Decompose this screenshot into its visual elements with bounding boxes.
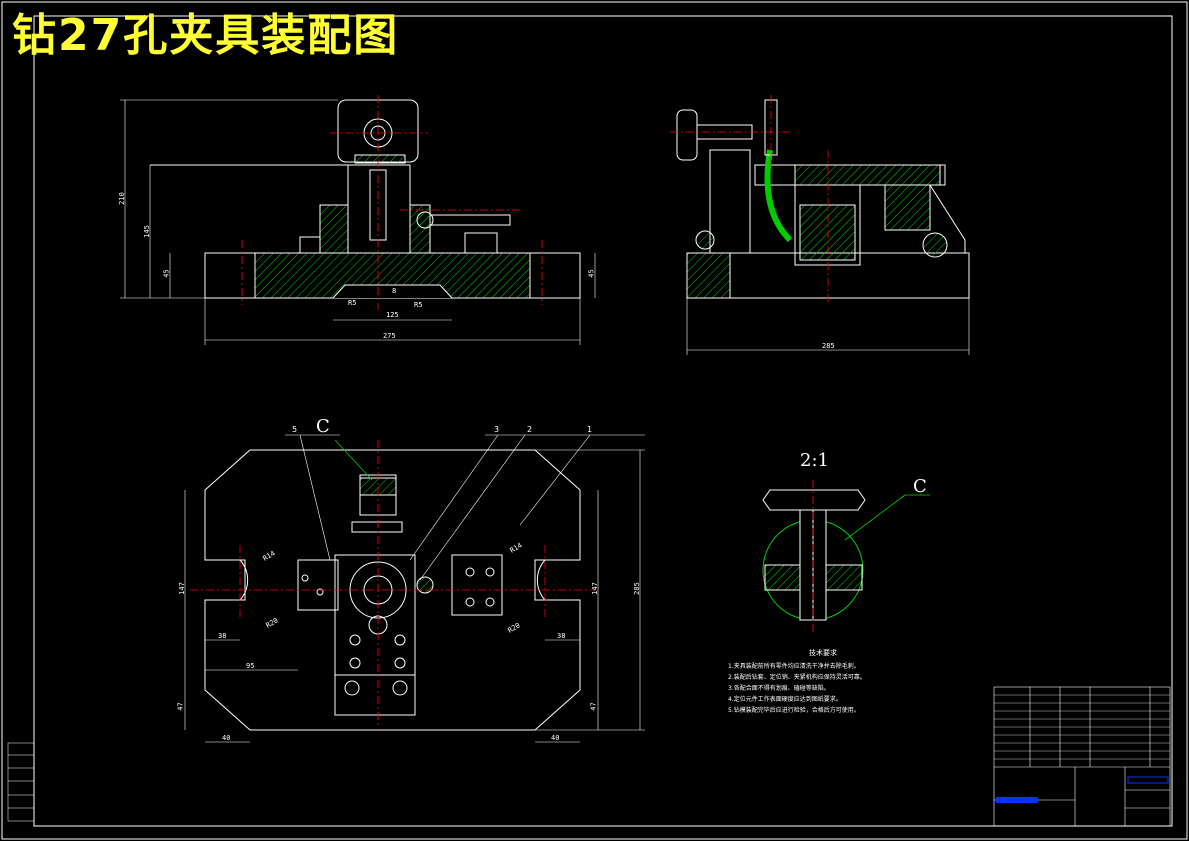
dim-38-right: 38 xyxy=(557,632,566,640)
side-clamp-section xyxy=(884,184,931,231)
dim-overall-height: 210 xyxy=(117,192,126,205)
top-lower-block xyxy=(334,674,416,716)
dim-47-left: 47 xyxy=(176,702,185,711)
detail-leader xyxy=(844,494,906,541)
side-body xyxy=(794,184,861,266)
dim-angle-left: R5 xyxy=(348,299,357,307)
top-section-leader xyxy=(334,439,373,481)
dim-slot-depth: 8 xyxy=(392,287,397,295)
top-slot-left xyxy=(205,559,249,601)
dim-147-right: 147 xyxy=(590,582,599,595)
tech-req-item: 1.夹具装配前所有零件均应清洗干净并去除毛刺。 xyxy=(728,663,860,670)
balloon-2: 2 xyxy=(527,425,533,434)
side-plate-section xyxy=(794,164,941,186)
title-block xyxy=(993,686,1171,827)
front-bolt-right xyxy=(464,232,498,254)
title-block-rows xyxy=(994,694,1170,760)
side-ball-left xyxy=(695,230,715,250)
dim-40-right: 40 xyxy=(551,734,560,742)
dim-angle-right: R5 xyxy=(414,301,423,309)
tech-req-item: 2.装配后钻套、定位销、夹紧机构应保持灵活可靠。 xyxy=(728,674,866,681)
front-centerlines xyxy=(241,95,543,310)
side-dimension-lines xyxy=(686,298,970,355)
top-knob-plate xyxy=(351,521,403,533)
side-base-section-left xyxy=(686,252,731,299)
drawing-title: 钻27孔夹具装配图 xyxy=(12,10,400,61)
dim-base-height-right: 45 xyxy=(587,269,596,278)
dim-upper-height: 145 xyxy=(142,225,151,238)
tech-req-item: 5.钻模装配完毕后应进行检验，合格后方可使用。 xyxy=(728,707,860,714)
top-leader-lines xyxy=(285,434,645,581)
dim-side-width: 285 xyxy=(822,342,835,350)
front-dimension-lines xyxy=(120,99,596,345)
top-dimension-lines xyxy=(184,449,645,743)
side-strut xyxy=(929,184,966,253)
side-body-section xyxy=(799,204,856,261)
top-slot-right xyxy=(536,559,580,601)
dim-width-outer: 275 xyxy=(383,332,396,340)
top-base-outline xyxy=(204,449,581,731)
dim-95: 95 xyxy=(246,662,255,670)
dim-38-left: 38 xyxy=(218,632,227,640)
side-ball-right xyxy=(922,232,948,258)
title-block-highlight xyxy=(996,797,1038,803)
dim-base-height: 45 xyxy=(162,269,171,278)
detail-knob xyxy=(762,489,866,511)
section-mark-c-top: C xyxy=(316,416,330,437)
top-centerlines xyxy=(190,440,595,725)
dim-47-right: 47 xyxy=(589,702,598,711)
dim-width-inner: 125 xyxy=(386,311,399,319)
tech-req-item: 3.各配合面不得有划痕、磕碰等缺陷。 xyxy=(728,685,830,692)
front-view xyxy=(150,99,581,299)
dim-147-left: 147 xyxy=(177,582,186,595)
side-upright xyxy=(709,149,751,254)
top-view xyxy=(204,449,581,731)
front-clamp-ball xyxy=(416,211,434,229)
side-arm xyxy=(764,149,793,243)
top-ball xyxy=(416,576,434,594)
top-center-block xyxy=(334,554,416,716)
revision-block xyxy=(7,742,35,822)
front-bushing-plate xyxy=(354,154,406,164)
title-block-highlight-2 xyxy=(1127,776,1169,784)
balloon-1: 1 xyxy=(587,425,593,434)
balloon-5: 5 xyxy=(292,425,298,434)
side-view xyxy=(676,99,970,299)
tech-req-item: 4.定位元件工作表面硬度应达到图纸要求。 xyxy=(728,696,842,703)
dim-40-left: 40 xyxy=(222,734,231,742)
front-slot xyxy=(332,284,453,299)
detail-view xyxy=(762,489,866,621)
side-knob xyxy=(676,109,698,161)
technical-requirements: 技术要求 1.夹具装配前所有零件均应清洗干净并去除毛刺。 2.装配后钻套、定位销… xyxy=(728,648,978,716)
inner-frame xyxy=(33,15,1173,827)
front-clamp xyxy=(429,214,511,226)
dim-285-top: 285 xyxy=(632,582,641,595)
detail-scale: 2:1 xyxy=(800,450,829,471)
balloon-3: 3 xyxy=(494,425,500,434)
tech-req-heading: 技术要求 xyxy=(809,649,837,657)
section-mark-c-detail: C xyxy=(913,476,927,497)
front-bolt-left xyxy=(299,236,321,254)
top-right-block xyxy=(451,554,503,616)
top-left-block xyxy=(297,559,339,611)
top-knob-section xyxy=(359,477,397,496)
front-column-core xyxy=(347,164,411,254)
side-centerlines xyxy=(670,95,829,305)
front-base-section xyxy=(254,252,531,299)
